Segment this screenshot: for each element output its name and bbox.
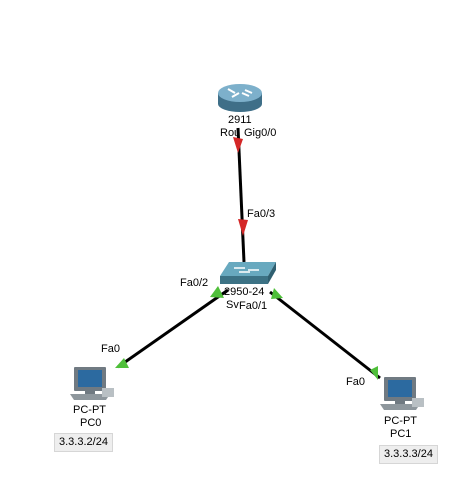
link-down-indicator-switch <box>238 219 248 236</box>
pc0-ip-note[interactable]: 3.3.3.2/24 <box>54 433 113 452</box>
pc-icon <box>380 377 424 410</box>
port-label-switch-fa01: Fa0/1 <box>239 300 267 312</box>
pc1-device[interactable]: PC-PT PC1 <box>380 377 424 440</box>
link-up-indicator-pc0 <box>115 358 129 368</box>
pc0-model-label: PC-PT <box>73 404 106 416</box>
pc0-device[interactable]: PC-PT PC0 <box>70 367 114 429</box>
links <box>117 127 381 380</box>
port-label-pc1-fa0: Fa0 <box>346 376 365 388</box>
switch-icon <box>220 262 276 284</box>
link-switch-pc1[interactable] <box>269 290 381 380</box>
router-icon <box>218 84 262 112</box>
router-device[interactable]: 2911 Rou <box>218 84 262 139</box>
port-labels: Gig0/0 Fa0/3 Fa0/2 Fa0 Fa0/1 Fa0 <box>101 127 365 388</box>
switch-name-label: Sv <box>226 299 239 311</box>
port-label-pc0-fa0: Fa0 <box>101 343 120 355</box>
link-down-indicator-router <box>233 137 243 153</box>
port-label-switch-fa03: Fa0/3 <box>247 208 275 220</box>
switch-model-label: 2950-24 <box>224 286 264 298</box>
link-switch-pc0[interactable] <box>117 288 229 369</box>
link-router-switch[interactable] <box>236 127 246 263</box>
port-label-router-gig00: Gig0/0 <box>244 127 276 139</box>
pc-icon <box>70 367 114 400</box>
pc0-ip-text: 3.3.3.2/24 <box>59 436 108 448</box>
pc0-name-label: PC0 <box>80 417 101 429</box>
link-status-indicators <box>115 137 378 380</box>
router-model-label: 2911 <box>228 114 252 126</box>
pc1-ip-note[interactable]: 3.3.3.3/24 <box>379 445 438 464</box>
port-label-switch-fa02: Fa0/2 <box>180 277 208 289</box>
link-up-indicator-pc1 <box>370 366 378 380</box>
pc1-model-label: PC-PT <box>384 415 417 427</box>
pc1-name-label: PC1 <box>390 428 411 440</box>
link-up-indicator-switch-fa01 <box>271 288 283 299</box>
switch-device[interactable]: 2950-24 Sv <box>220 262 276 311</box>
router-name-label: Rou <box>220 127 240 139</box>
pc1-ip-text: 3.3.3.3/24 <box>384 448 433 460</box>
link-up-indicator-switch-fa02 <box>210 286 224 298</box>
